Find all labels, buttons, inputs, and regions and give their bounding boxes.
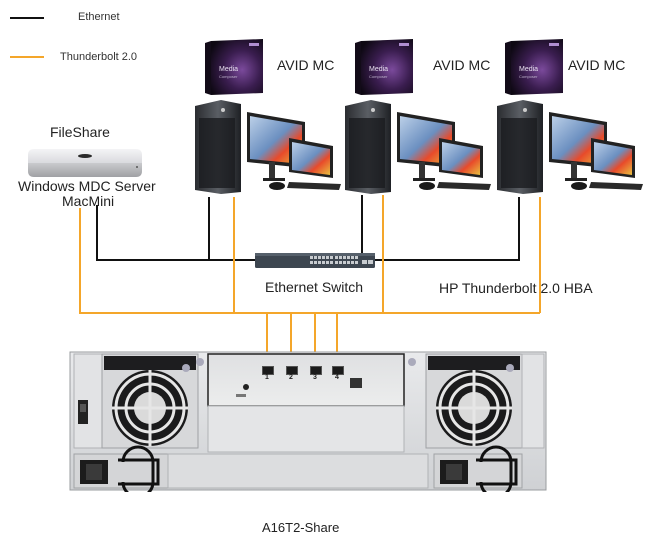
svg-text:Media: Media (219, 66, 238, 73)
right-psu (433, 445, 523, 492)
storage-label: A16T2-Share (262, 520, 340, 535)
thunderbolt-port-icon (332, 366, 344, 375)
port-number-label: 2 (289, 374, 293, 381)
workstation-computer-icon (497, 100, 643, 194)
svg-text:Media: Media (519, 66, 538, 73)
server-line1: Windows MDC Server (18, 178, 156, 194)
legend-ethernet-swatch (10, 17, 44, 19)
svg-text:Composer: Composer (519, 74, 538, 79)
macmini-icon (28, 149, 142, 177)
hba-label: HP Thunderbolt 2.0 HBA (439, 280, 593, 296)
thunderbolt-wire-server (79, 208, 540, 314)
thunderbolt-port-icon (310, 366, 322, 375)
right-fan (425, 353, 545, 449)
left-psu (73, 445, 169, 492)
ethernet-switch-icon (255, 253, 375, 268)
port-number-label: 1 (265, 374, 269, 381)
ethernet-wire-ws3 (375, 197, 520, 261)
workstation-computer-icon (195, 100, 341, 194)
software-label: AVID MC (568, 57, 626, 73)
thunderbolt-port-icon (262, 366, 274, 375)
switch-label: Ethernet Switch (265, 279, 364, 295)
server-line2: MacMini (62, 193, 115, 209)
legend-ethernet-label: Ethernet (78, 11, 120, 23)
thunderbolt-port-icon (286, 366, 298, 375)
controller-module (196, 353, 416, 453)
port-number-label: 4 (335, 374, 339, 381)
port-number-label: 3 (313, 374, 317, 381)
svg-text:Media: Media (369, 66, 388, 73)
software-label: AVID MC (277, 57, 335, 73)
ethernet-wire-server (96, 205, 255, 261)
workstation-computer-icon (345, 100, 491, 194)
storage-chassis (69, 351, 547, 492)
legend-thunderbolt-label: Thunderbolt 2.0 (60, 51, 138, 63)
server-title: FileShare (50, 124, 110, 140)
legend-thunderbolt-swatch (10, 56, 44, 58)
svg-text:Composer: Composer (369, 74, 388, 79)
software-label: AVID MC (433, 57, 491, 73)
left-fan (101, 353, 199, 449)
svg-text:Composer: Composer (219, 74, 238, 79)
